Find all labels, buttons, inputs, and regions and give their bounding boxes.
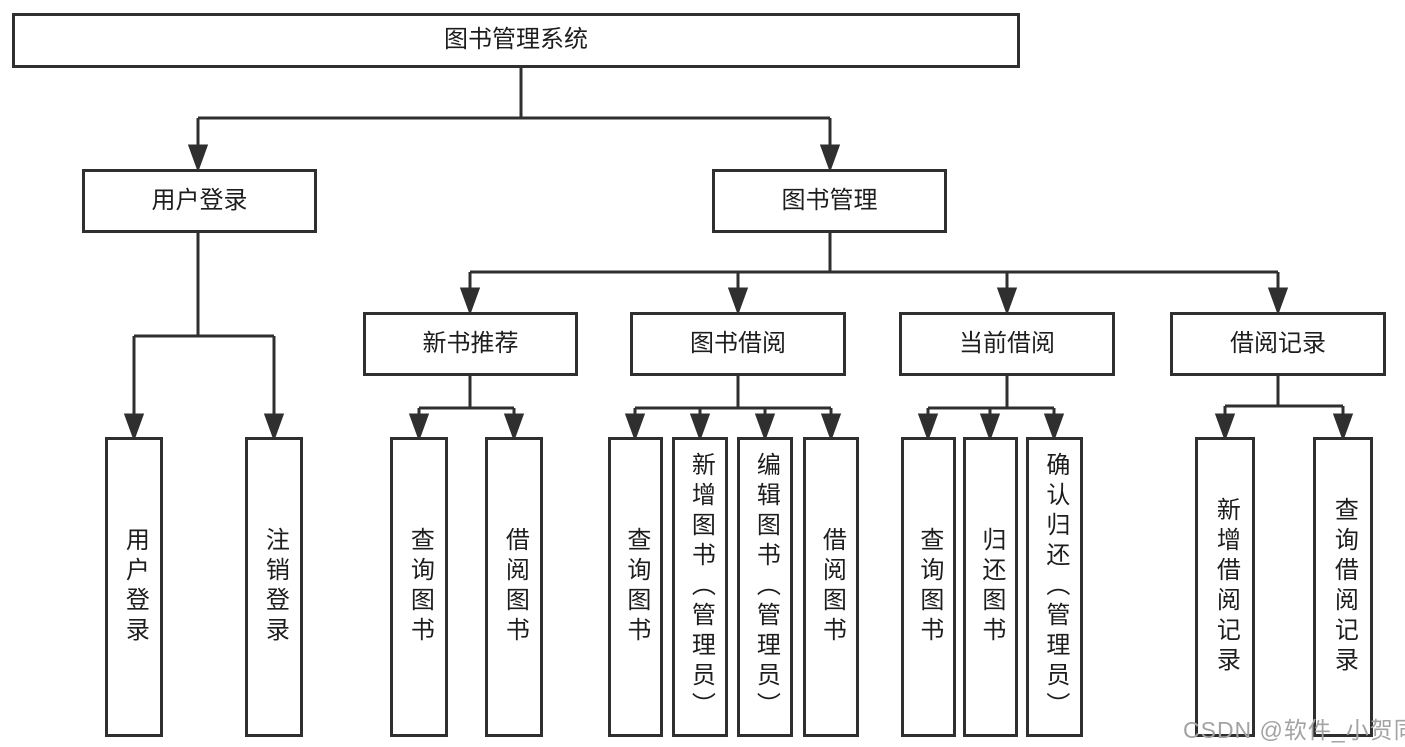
connector-borrow-record-children	[1214, 376, 1354, 442]
leaf-current-query-book: 查询图书	[901, 437, 956, 737]
watermark: CSDN @软件_小贺同学	[1183, 717, 1405, 743]
leaf-current-confirm-return-admin: 确认归还（管理员）	[1026, 437, 1083, 737]
node-borrow-record: 借阅记录	[1170, 312, 1386, 376]
leaf-borrow-edit-book-admin: 编辑图书（管理员）	[737, 437, 793, 737]
connector-user-login-children	[123, 233, 285, 442]
leaf-recommend-query-book: 查询图书	[390, 437, 448, 737]
leaf-borrow-add-book-admin: 新增图书（管理员）	[672, 437, 728, 737]
connector-root-to-level2	[187, 68, 841, 173]
node-new-book-recommend: 新书推荐	[363, 312, 578, 376]
leaf-logout: 注销登录	[245, 437, 303, 737]
connector-book-management-children	[459, 233, 1289, 316]
node-root: 图书管理系统	[12, 13, 1020, 68]
connector-book-borrow-children	[624, 376, 842, 442]
leaf-borrow-borrow-book: 借阅图书	[803, 437, 859, 737]
leaf-record-add: 新增借阅记录	[1195, 437, 1255, 737]
connector-new-book-recommend-children	[408, 376, 525, 442]
leaf-recommend-borrow-book: 借阅图书	[485, 437, 543, 737]
leaf-login: 用户登录	[105, 437, 163, 737]
node-user-login: 用户登录	[82, 169, 317, 233]
node-current-borrow: 当前借阅	[899, 312, 1115, 376]
leaf-record-query: 查询借阅记录	[1313, 437, 1373, 737]
connector-current-borrow-children	[917, 376, 1065, 442]
node-book-borrow: 图书借阅	[630, 312, 846, 376]
leaf-borrow-query-book: 查询图书	[608, 437, 663, 737]
leaf-current-return-book: 归还图书	[963, 437, 1018, 737]
node-book-management: 图书管理	[712, 169, 947, 233]
